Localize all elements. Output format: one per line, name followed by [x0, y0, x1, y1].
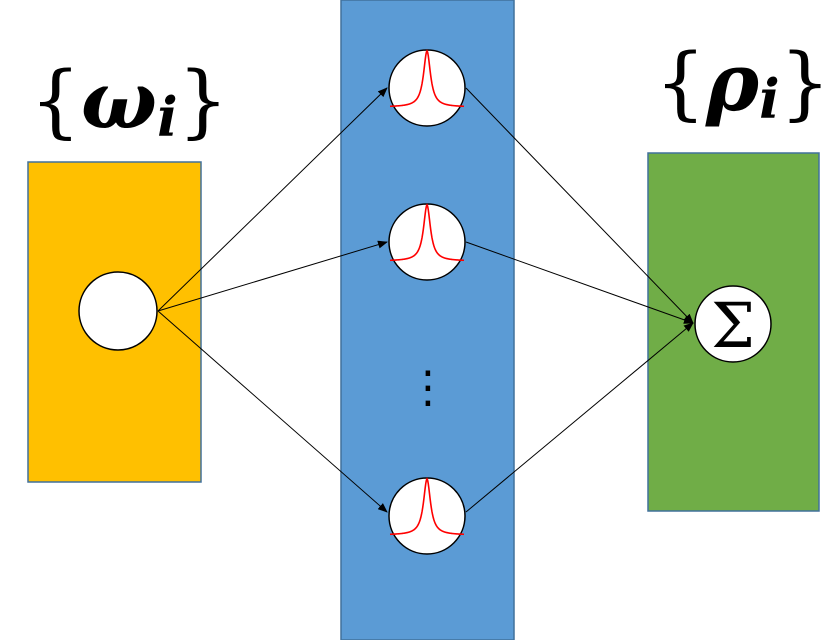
sum-symbol: Σ [711, 289, 755, 362]
hidden-node-2 [388, 203, 466, 281]
input-label: {ωi} [30, 53, 229, 149]
input-label-subscript: i [157, 85, 178, 149]
hidden-node-1 [388, 49, 466, 127]
input-label-brace-close: } [178, 54, 229, 147]
ellipsis-vertical: ⋮ [406, 362, 450, 413]
lorentzian-peak-icon [389, 477, 465, 536]
edge-hidden-3-to-sum [465, 322, 694, 513]
lorentzian-peak-icon [389, 203, 465, 262]
input-node [78, 271, 158, 351]
edge-hidden-2-to-sum [465, 241, 694, 324]
output-label-subscript: i [759, 67, 780, 131]
output-label: {ρi} [655, 35, 831, 131]
output-label-brace-open: { [655, 36, 706, 129]
edge-input-to-hidden-3 [157, 310, 388, 513]
edge-input-to-hidden-2 [157, 240, 388, 312]
lorentzian-peak-icon [389, 49, 465, 108]
sum-node [694, 285, 772, 363]
hidden-node-3 [388, 477, 466, 555]
edge-input-to-hidden-1 [157, 87, 388, 312]
edge-hidden-1-to-sum [465, 87, 694, 324]
output-label-symbol: ρ [705, 35, 760, 129]
output-label-brace-close: } [780, 36, 831, 129]
input-label-symbol: ω [81, 53, 157, 147]
input-label-brace-open: { [30, 54, 81, 147]
